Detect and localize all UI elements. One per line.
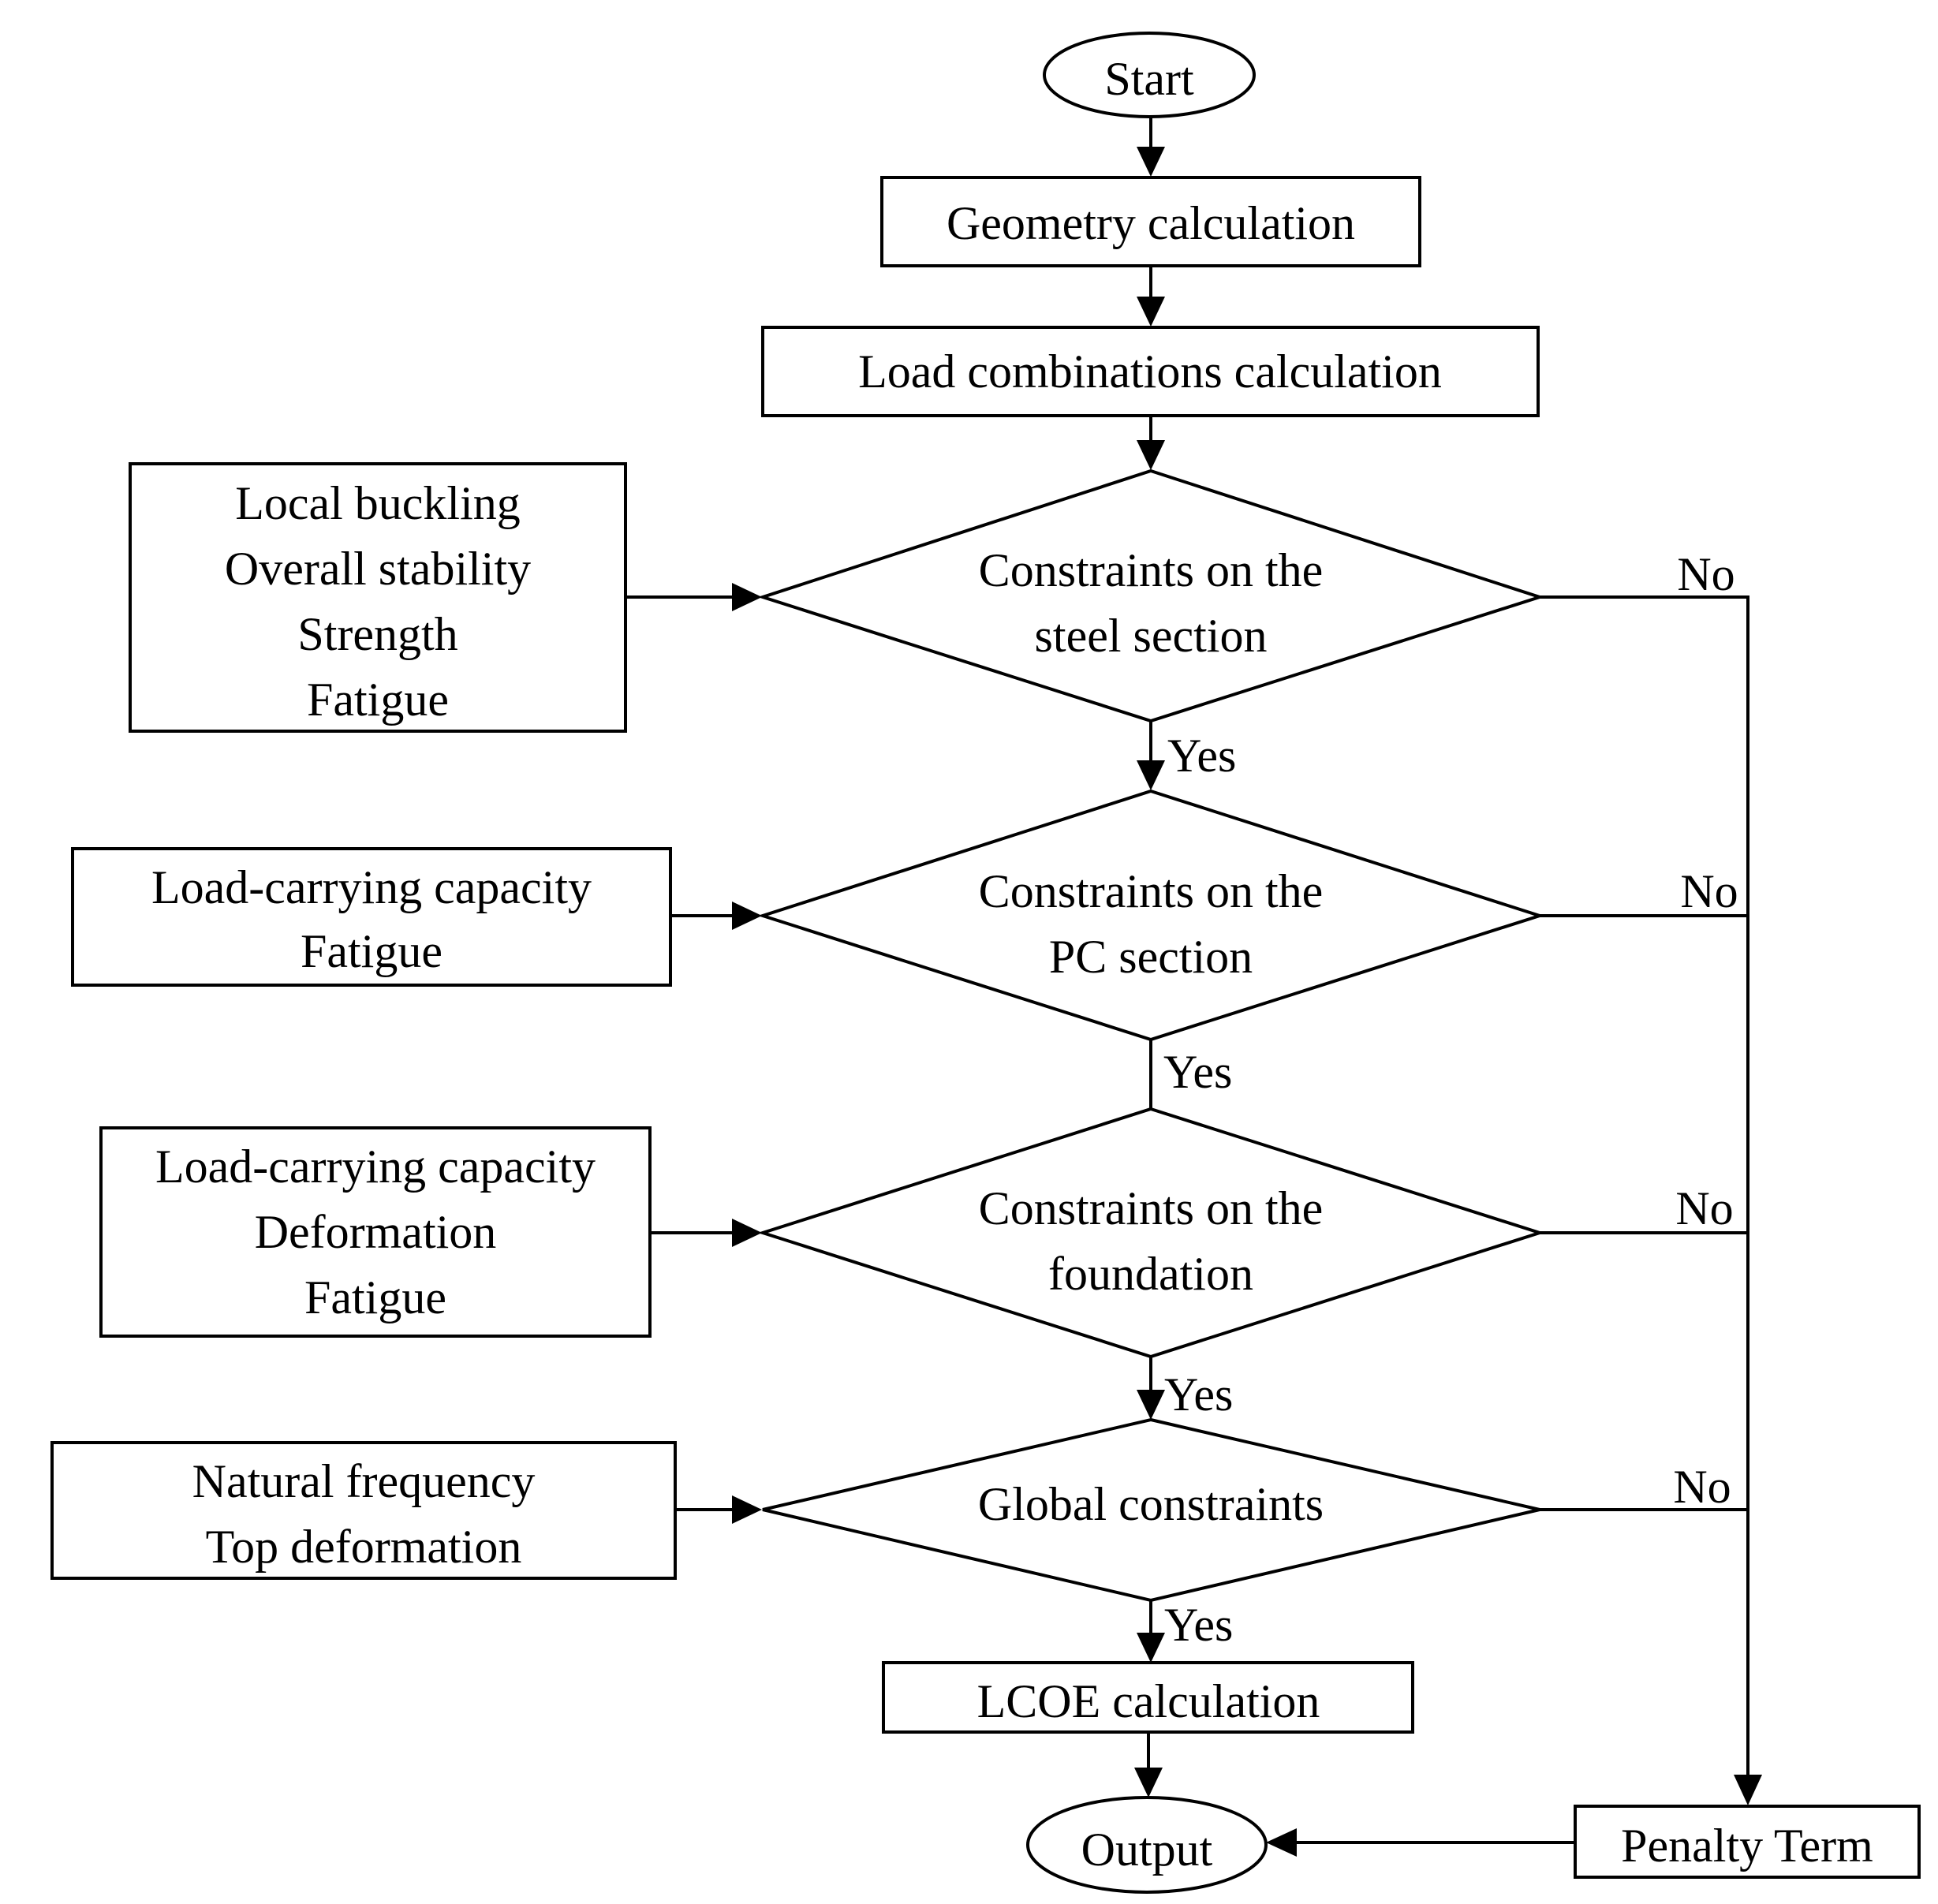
start-label: Start xyxy=(1104,53,1194,105)
input-box-pc xyxy=(71,847,672,987)
decision-global-constraints-line-1: Global constraints xyxy=(978,1478,1324,1530)
input-foundation-line-3: Fatigue xyxy=(304,1271,446,1323)
input-box-foundation xyxy=(99,1126,652,1338)
penalty-term-label: Penalty Term xyxy=(1621,1820,1873,1872)
arrowhead-output xyxy=(1134,1768,1163,1798)
decision-steel-section-line-1: Constraints on the xyxy=(979,544,1324,596)
decision-steel-section-line-2: steel section xyxy=(1035,610,1268,662)
yes-label-4: Yes xyxy=(1164,1599,1233,1651)
input-foundation-line-1: Load-carrying capacity xyxy=(155,1141,596,1193)
input-steel-line-2: Overall stability xyxy=(225,543,531,595)
input-global-line-2: Top deformation xyxy=(206,1521,522,1573)
output-label: Output xyxy=(1081,1824,1213,1876)
input-steel-line-3: Strength xyxy=(297,608,457,660)
load-combinations-label: Load combinations calculation xyxy=(858,345,1442,398)
arrowhead-input-global xyxy=(732,1495,762,1524)
arrowhead-input-steel xyxy=(732,583,762,611)
yes-label-3: Yes xyxy=(1164,1368,1233,1421)
output-node xyxy=(1026,1796,1268,1894)
arrowhead-input-pc xyxy=(732,902,762,930)
input-foundation-line-2: Deformation xyxy=(255,1206,497,1258)
no-label-4: No xyxy=(1673,1461,1731,1513)
decision-foundation-line-1: Constraints on the xyxy=(979,1182,1324,1234)
arrowhead-decision1 xyxy=(1137,440,1165,470)
input-steel-line-1: Local buckling xyxy=(235,477,521,529)
input-pc-line-1: Load-carrying capacity xyxy=(151,861,592,913)
yes-label-1: Yes xyxy=(1167,730,1236,782)
input-global-line-1: Natural frequency xyxy=(192,1455,536,1507)
yes-label-2: Yes xyxy=(1163,1046,1232,1098)
no-label-3: No xyxy=(1675,1182,1733,1234)
arrowhead-load xyxy=(1137,297,1165,327)
arrowhead-geometry xyxy=(1137,147,1165,177)
input-steel-line-4: Fatigue xyxy=(307,674,449,726)
arrowhead-penalty xyxy=(1734,1775,1762,1805)
input-box-steel xyxy=(129,462,627,733)
arrowhead-decision2 xyxy=(1137,760,1165,790)
decision-pc-section-line-1: Constraints on the xyxy=(979,865,1324,917)
input-box-global xyxy=(50,1441,677,1580)
load-combinations-box xyxy=(761,326,1540,417)
lcoe-calculation-label: LCOE calculation xyxy=(977,1675,1320,1727)
input-pc-line-2: Fatigue xyxy=(301,925,442,977)
no-label-1: No xyxy=(1677,548,1734,600)
geometry-calculation-label: Geometry calculation xyxy=(947,197,1355,249)
geometry-calculation-box xyxy=(880,176,1421,267)
arrowhead-input-foundation xyxy=(732,1219,762,1247)
arrowhead-penalty-output xyxy=(1266,1828,1297,1857)
lcoe-calculation-box xyxy=(882,1661,1414,1734)
arrowhead-decision4 xyxy=(1137,1390,1165,1420)
no-label-2: No xyxy=(1680,865,1738,917)
arrowhead-lcoe xyxy=(1137,1633,1165,1663)
decision-foundation-line-2: foundation xyxy=(1048,1248,1253,1300)
decision-pc-section-line-2: PC section xyxy=(1049,931,1253,983)
